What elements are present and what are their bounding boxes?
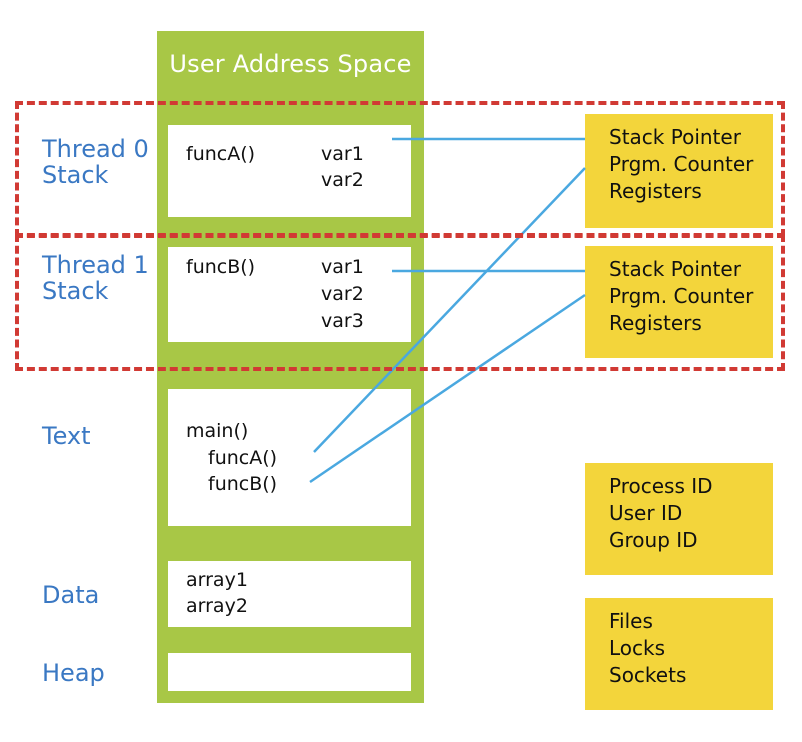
thread1-var1: var1 bbox=[321, 256, 364, 278]
thread1-var2: var2 bbox=[321, 283, 364, 305]
locks: Locks bbox=[609, 636, 666, 660]
data-array2: array2 bbox=[186, 595, 248, 617]
text-segment-box bbox=[168, 389, 411, 526]
thread0-context-box: Stack Pointer Prgm. Counter Registers bbox=[585, 114, 773, 228]
funcA-to-thread0-context bbox=[313, 167, 586, 453]
column-title: User Address Space bbox=[169, 50, 412, 78]
thread1-region-outline bbox=[15, 234, 785, 371]
thread1-func: funcB() bbox=[186, 256, 256, 278]
thread1-stack-pointer: Stack Pointer bbox=[609, 257, 741, 281]
process-ids-box: Process ID User ID Group ID bbox=[585, 463, 773, 575]
thread0-var1: var1 bbox=[321, 143, 364, 165]
thread1-stack-box bbox=[168, 247, 411, 342]
data-segment-box bbox=[168, 561, 411, 627]
text-label: Text bbox=[42, 422, 91, 450]
thread1-registers: Registers bbox=[609, 311, 702, 335]
sockets: Sockets bbox=[609, 663, 687, 687]
thread1-label-line2: Stack bbox=[42, 277, 109, 305]
heap-label: Heap bbox=[42, 659, 105, 687]
thread0-stack-box bbox=[168, 125, 411, 217]
data-label: Data bbox=[42, 581, 100, 609]
heap-box bbox=[168, 653, 411, 691]
thread0-label-line2: Stack bbox=[42, 161, 109, 189]
thread1-program-counter: Prgm. Counter bbox=[609, 284, 754, 308]
data-array1: array1 bbox=[186, 569, 248, 591]
funcB-to-thread1-context bbox=[309, 293, 586, 484]
thread1-context-box: Stack Pointer Prgm. Counter Registers bbox=[585, 246, 773, 358]
thread1-var3: var3 bbox=[321, 310, 364, 332]
user-id: User ID bbox=[609, 501, 683, 525]
thread0-stack-pointer: Stack Pointer bbox=[609, 125, 741, 149]
thread0-func: funcA() bbox=[186, 143, 256, 165]
text-funcA: funcA() bbox=[208, 447, 278, 469]
thread0-program-counter: Prgm. Counter bbox=[609, 152, 754, 176]
files: Files bbox=[609, 609, 653, 633]
thread0-region-outline bbox=[15, 101, 785, 237]
thread1-label-line1: Thread 1 bbox=[42, 251, 149, 279]
text-funcB: funcB() bbox=[208, 473, 278, 495]
group-id: Group ID bbox=[609, 528, 698, 552]
thread1-stack-label: Thread 1 Stack bbox=[42, 252, 149, 304]
thread0-label-line1: Thread 0 bbox=[42, 135, 149, 163]
resources-box: Files Locks Sockets bbox=[585, 598, 773, 710]
thread0-var2: var2 bbox=[321, 169, 364, 191]
text-main: main() bbox=[186, 420, 249, 442]
process-id: Process ID bbox=[609, 474, 713, 498]
thread0-stack-label: Thread 0 Stack bbox=[42, 136, 149, 188]
thread0-registers: Registers bbox=[609, 179, 702, 203]
